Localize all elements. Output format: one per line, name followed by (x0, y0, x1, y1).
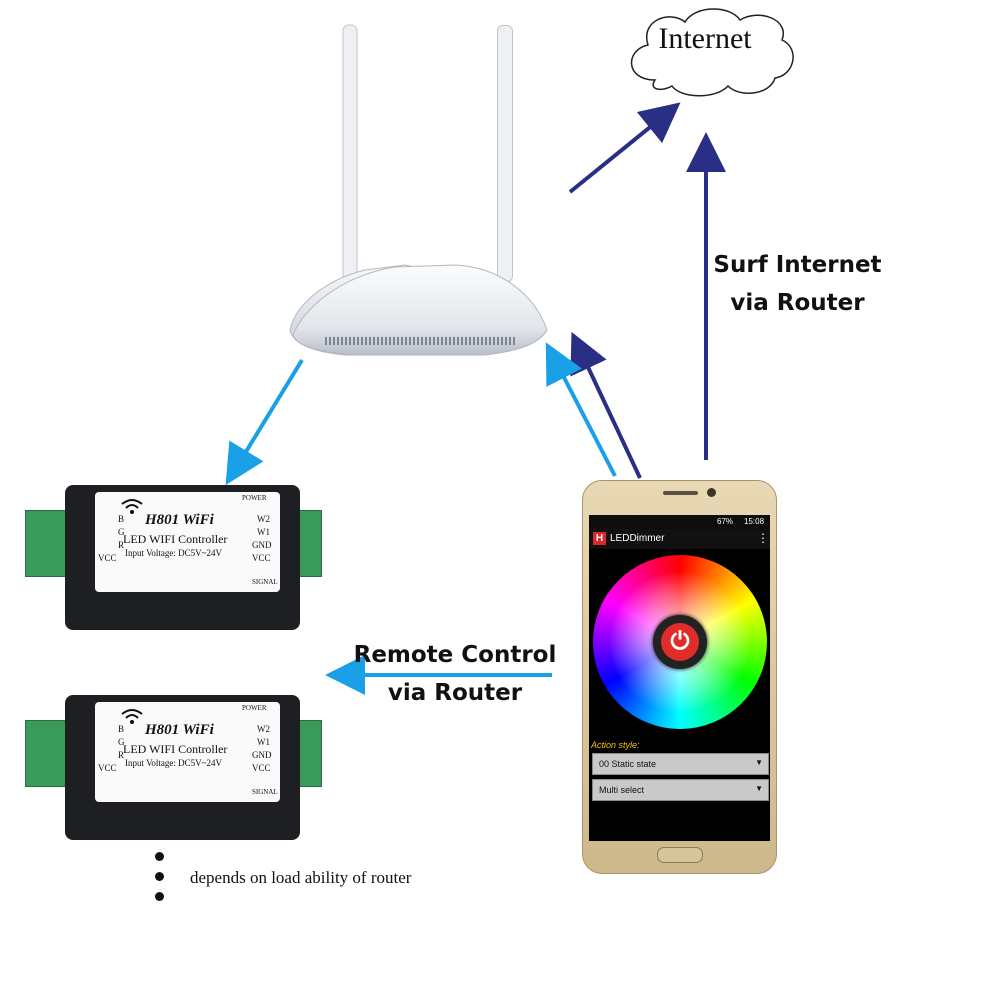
controller-voltage: Input Voltage: DC5V~24V (125, 548, 223, 558)
home-button[interactable] (657, 847, 703, 863)
status-time: 15:08 (744, 517, 765, 526)
left-pin-g: G (118, 527, 125, 537)
controller-subtitle: LED WIFI Controller (123, 742, 228, 756)
surf-internet-line2: via Router (730, 290, 865, 316)
status-bar: 67% 15:08 (589, 515, 770, 529)
controller-power-label: POWER (242, 704, 267, 712)
left-pin-vcc: VCC (98, 553, 117, 563)
controller-label-panel (95, 702, 280, 802)
wifi-controller-2: H801 WiFi LED WIFI Controller Input Volt… (20, 690, 322, 845)
right-pin-vcc: VCC (252, 763, 271, 773)
left-pin-b: B (118, 724, 125, 734)
right-pin-gnd: GND (252, 540, 272, 550)
controller-signal-label: SIGNAL (252, 578, 278, 586)
footnote-text: depends on load ability of router (190, 868, 412, 887)
app-logo-icon: H (593, 532, 606, 545)
phone-speaker (663, 491, 698, 495)
internet-cloud (630, 8, 794, 97)
surf-internet-label: Surf Internet via Router (705, 246, 890, 322)
right-pin-gnd: GND (252, 750, 272, 760)
action-style-label: Action style: (591, 740, 640, 750)
left-pin-vcc: VCC (98, 763, 117, 773)
power-button[interactable]: ⏻ (653, 615, 707, 669)
smartphone: 67% 15:08 H LEDDimmer ⋮ ⏻ Action style: … (582, 480, 777, 874)
action-style-dropdown[interactable]: 00 Static state ▼ (592, 753, 769, 775)
app-name: LEDDimmer (610, 533, 665, 544)
right-pin-w2: W2 (257, 724, 270, 734)
right-pin-w2: W2 (257, 514, 270, 524)
dropdown-value: Multi select (599, 785, 645, 795)
right-pin-w1: W1 (257, 737, 270, 747)
left-pin-b: B (118, 514, 125, 524)
controller-signal-label: SIGNAL (252, 788, 278, 796)
left-pin-r: R (118, 750, 125, 760)
multi-select-dropdown[interactable]: Multi select ▼ (592, 779, 769, 801)
power-icon: ⏻ (661, 623, 699, 661)
chevron-down-icon: ▼ (755, 758, 763, 767)
left-pin-g: G (118, 737, 125, 747)
controller-subtitle: LED WIFI Controller (123, 532, 228, 546)
controller-power-label: POWER (242, 494, 267, 502)
remote-control-line1: Remote Control (353, 642, 557, 668)
color-wheel[interactable]: ⏻ (593, 555, 767, 729)
controller-label-panel (95, 492, 280, 592)
phone-screen: 67% 15:08 H LEDDimmer ⋮ ⏻ Action style: … (589, 515, 770, 841)
dot (155, 872, 164, 881)
overflow-menu-icon[interactable]: ⋮ (757, 531, 769, 545)
wifi-icon (121, 499, 143, 514)
router-body (292, 264, 548, 356)
surf-internet-line1: Surf Internet (713, 252, 882, 278)
dot (155, 892, 164, 901)
controller-title: H801 WiFi (145, 512, 214, 528)
right-pin-w1: W1 (257, 527, 270, 537)
phone-camera (707, 488, 716, 497)
remote-control-label: Remote Control via Router (350, 636, 560, 712)
status-battery: 67% (717, 517, 734, 526)
internet-label: Internet (658, 22, 752, 55)
wifi-controller-1: H801 WiFi LED WIFI Controller Input Volt… (20, 480, 322, 635)
router-antenna-right-2 (497, 25, 513, 282)
router-to-internet-arrow (568, 102, 681, 194)
controller-title: H801 WiFi (145, 722, 214, 738)
phone-to-router-light-arrow (545, 342, 617, 477)
chevron-down-icon: ▼ (755, 784, 763, 793)
remote-control-line2: via Router (387, 680, 523, 706)
phone-to-router-dark-arrow (570, 331, 642, 479)
wifi-icon (121, 709, 143, 724)
right-pin-vcc: VCC (252, 553, 271, 563)
ellipsis-dots (155, 852, 167, 902)
controller-voltage: Input Voltage: DC5V~24V (125, 758, 223, 768)
router-to-controller-arrow (225, 358, 304, 486)
left-pin-r: R (118, 540, 125, 550)
dot (155, 852, 164, 861)
dropdown-value: 00 Static state (599, 759, 657, 769)
app-bar: H LEDDimmer ⋮ (589, 529, 770, 549)
router-antenna-left (342, 24, 358, 286)
